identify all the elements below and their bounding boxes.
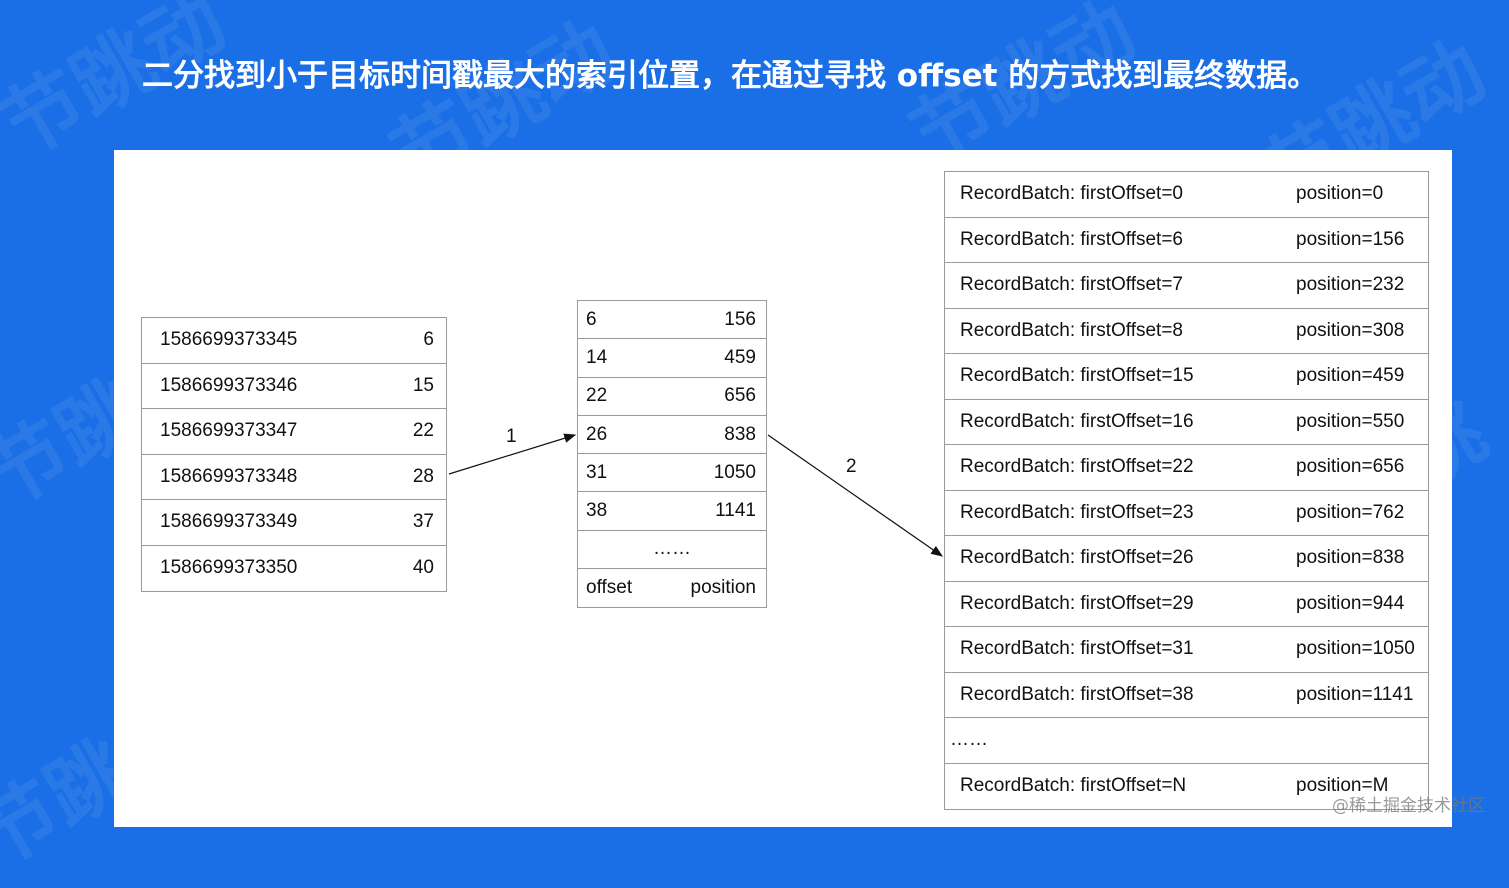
timestamp-cell: 1586699373346	[160, 374, 298, 396]
offset-cell: 28	[412, 465, 434, 487]
table-row: 1586699373346 15	[142, 364, 446, 409]
offset-cell: 38	[586, 500, 608, 522]
offset-cell: 31	[586, 461, 608, 483]
table-row: 22 656	[578, 378, 766, 416]
record-batch-label: RecordBatch: firstOffset=31	[960, 638, 1194, 660]
offset-cell: 37	[412, 511, 434, 533]
record-batch-label: RecordBatch: firstOffset=29	[960, 592, 1194, 614]
record-batch-position: position=944	[1296, 592, 1405, 614]
position-cell: 156	[724, 308, 756, 330]
arrow-label-2: 2	[846, 456, 857, 477]
table-row: RecordBatch: firstOffset=26 position=838	[945, 536, 1428, 582]
table-row: RecordBatch: firstOffset=23 position=762	[945, 491, 1428, 536]
record-batch-label: RecordBatch: firstOffset=0	[960, 183, 1183, 205]
record-batch-position: position=762	[1296, 501, 1405, 523]
record-batch-label: RecordBatch: firstOffset=7	[960, 274, 1183, 296]
record-batch-position: position=0	[1296, 183, 1384, 205]
table-row: ……	[945, 718, 1428, 764]
position-cell: 656	[724, 385, 756, 407]
ellipsis: ……	[950, 729, 988, 751]
record-batch-position: position=232	[1296, 274, 1405, 296]
table-row: ……	[578, 531, 766, 570]
table-row: 1586699373347 22	[142, 409, 446, 455]
table-row: RecordBatch: firstOffset=15 position=459	[945, 354, 1428, 400]
table-row: RecordBatch: firstOffset=0 position=0	[945, 172, 1428, 218]
record-batch-label: RecordBatch: firstOffset=38	[960, 683, 1194, 705]
table-row: 6 156	[578, 301, 766, 340]
record-batch-label: RecordBatch: firstOffset=15	[960, 365, 1194, 387]
position-header: position	[690, 577, 757, 599]
offset-index-table: 6 156 14 459 22 656 26 838 31 1050 38 1141 …… offset p…	[577, 300, 767, 609]
timestamp-cell: 1586699373348	[160, 465, 298, 487]
offset-cell: 22	[586, 385, 608, 407]
position-cell: 838	[724, 423, 756, 445]
record-batch-position: position=M	[1296, 775, 1389, 797]
timestamp-cell: 1586699373350	[160, 557, 298, 579]
record-batch-label: RecordBatch: firstOffset=8	[960, 319, 1183, 341]
table-row: 1586699373349 37	[142, 500, 446, 546]
table-row: RecordBatch: firstOffset=N position=M	[945, 764, 1428, 810]
record-batch-label: RecordBatch: firstOffset=26	[960, 547, 1194, 569]
offset-cell: 40	[412, 557, 434, 579]
timestamp-cell: 1586699373349	[160, 511, 298, 533]
record-batch-position: position=156	[1296, 228, 1405, 250]
table-row: 26 838	[578, 416, 766, 455]
offset-cell: 26	[586, 423, 608, 445]
offset-cell: 22	[412, 420, 434, 442]
position-cell: 1050	[713, 461, 756, 483]
timestamp-cell: 1586699373345	[160, 329, 298, 351]
record-batch-label: RecordBatch: firstOffset=23	[960, 501, 1194, 523]
table-row: 1586699373350 40	[142, 546, 446, 592]
record-batch-position: position=459	[1296, 365, 1405, 387]
record-batch-label: RecordBatch: firstOffset=N	[960, 775, 1187, 797]
table-row: RecordBatch: firstOffset=7 position=232	[945, 263, 1428, 309]
table-row: RecordBatch: firstOffset=8 position=308	[945, 309, 1428, 354]
table-row: 38 1141	[578, 492, 766, 531]
position-cell: 1141	[715, 500, 756, 522]
table-row: RecordBatch: firstOffset=16 position=550	[945, 400, 1428, 445]
table-row: offset position	[578, 569, 766, 607]
table-row: 14 459	[578, 339, 766, 378]
arrow-step-1	[448, 433, 577, 475]
arrow-label-1: 1	[506, 426, 517, 447]
table-row: 1586699373345 6	[142, 318, 446, 364]
table-row: RecordBatch: firstOffset=29 position=944	[945, 582, 1428, 627]
table-row: RecordBatch: firstOffset=31 position=1050	[945, 627, 1428, 673]
record-batch-position: position=656	[1296, 456, 1405, 478]
record-batch-label: RecordBatch: firstOffset=6	[960, 228, 1183, 250]
position-cell: 459	[724, 346, 756, 368]
offset-cell: 6	[586, 308, 597, 330]
record-batch-label: RecordBatch: firstOffset=16	[960, 410, 1194, 432]
arrow-step-2	[767, 434, 943, 557]
record-batch-position: position=308	[1296, 319, 1405, 341]
offset-cell: 15	[412, 374, 434, 396]
record-batch-position: position=1141	[1296, 683, 1414, 705]
ellipsis: ……	[653, 538, 691, 560]
table-row: RecordBatch: firstOffset=6 position=156	[945, 218, 1428, 263]
record-batch-label: RecordBatch: firstOffset=22	[960, 456, 1194, 478]
page-title: 二分找到小于目标时间戳最大的索引位置，在通过寻找 offset 的方式找到最终数…	[142, 58, 1319, 94]
offset-cell: 6	[423, 329, 434, 351]
table-row: 31 1050	[578, 454, 766, 493]
credit-watermark: @稀土掘金技术社区	[1332, 796, 1485, 816]
record-batch-position: position=550	[1296, 410, 1405, 432]
table-row: 1586699373348 28	[142, 455, 446, 500]
offset-header: offset	[586, 577, 633, 599]
table-row: RecordBatch: firstOffset=22 position=656	[945, 445, 1428, 491]
table-row: RecordBatch: firstOffset=38 position=1141	[945, 673, 1428, 718]
timestamp-cell: 1586699373347	[160, 420, 298, 442]
offset-cell: 14	[586, 346, 608, 368]
arrows-layer	[448, 433, 943, 557]
record-batch-position: position=1050	[1296, 638, 1415, 660]
record-batch-position: position=838	[1296, 547, 1405, 569]
